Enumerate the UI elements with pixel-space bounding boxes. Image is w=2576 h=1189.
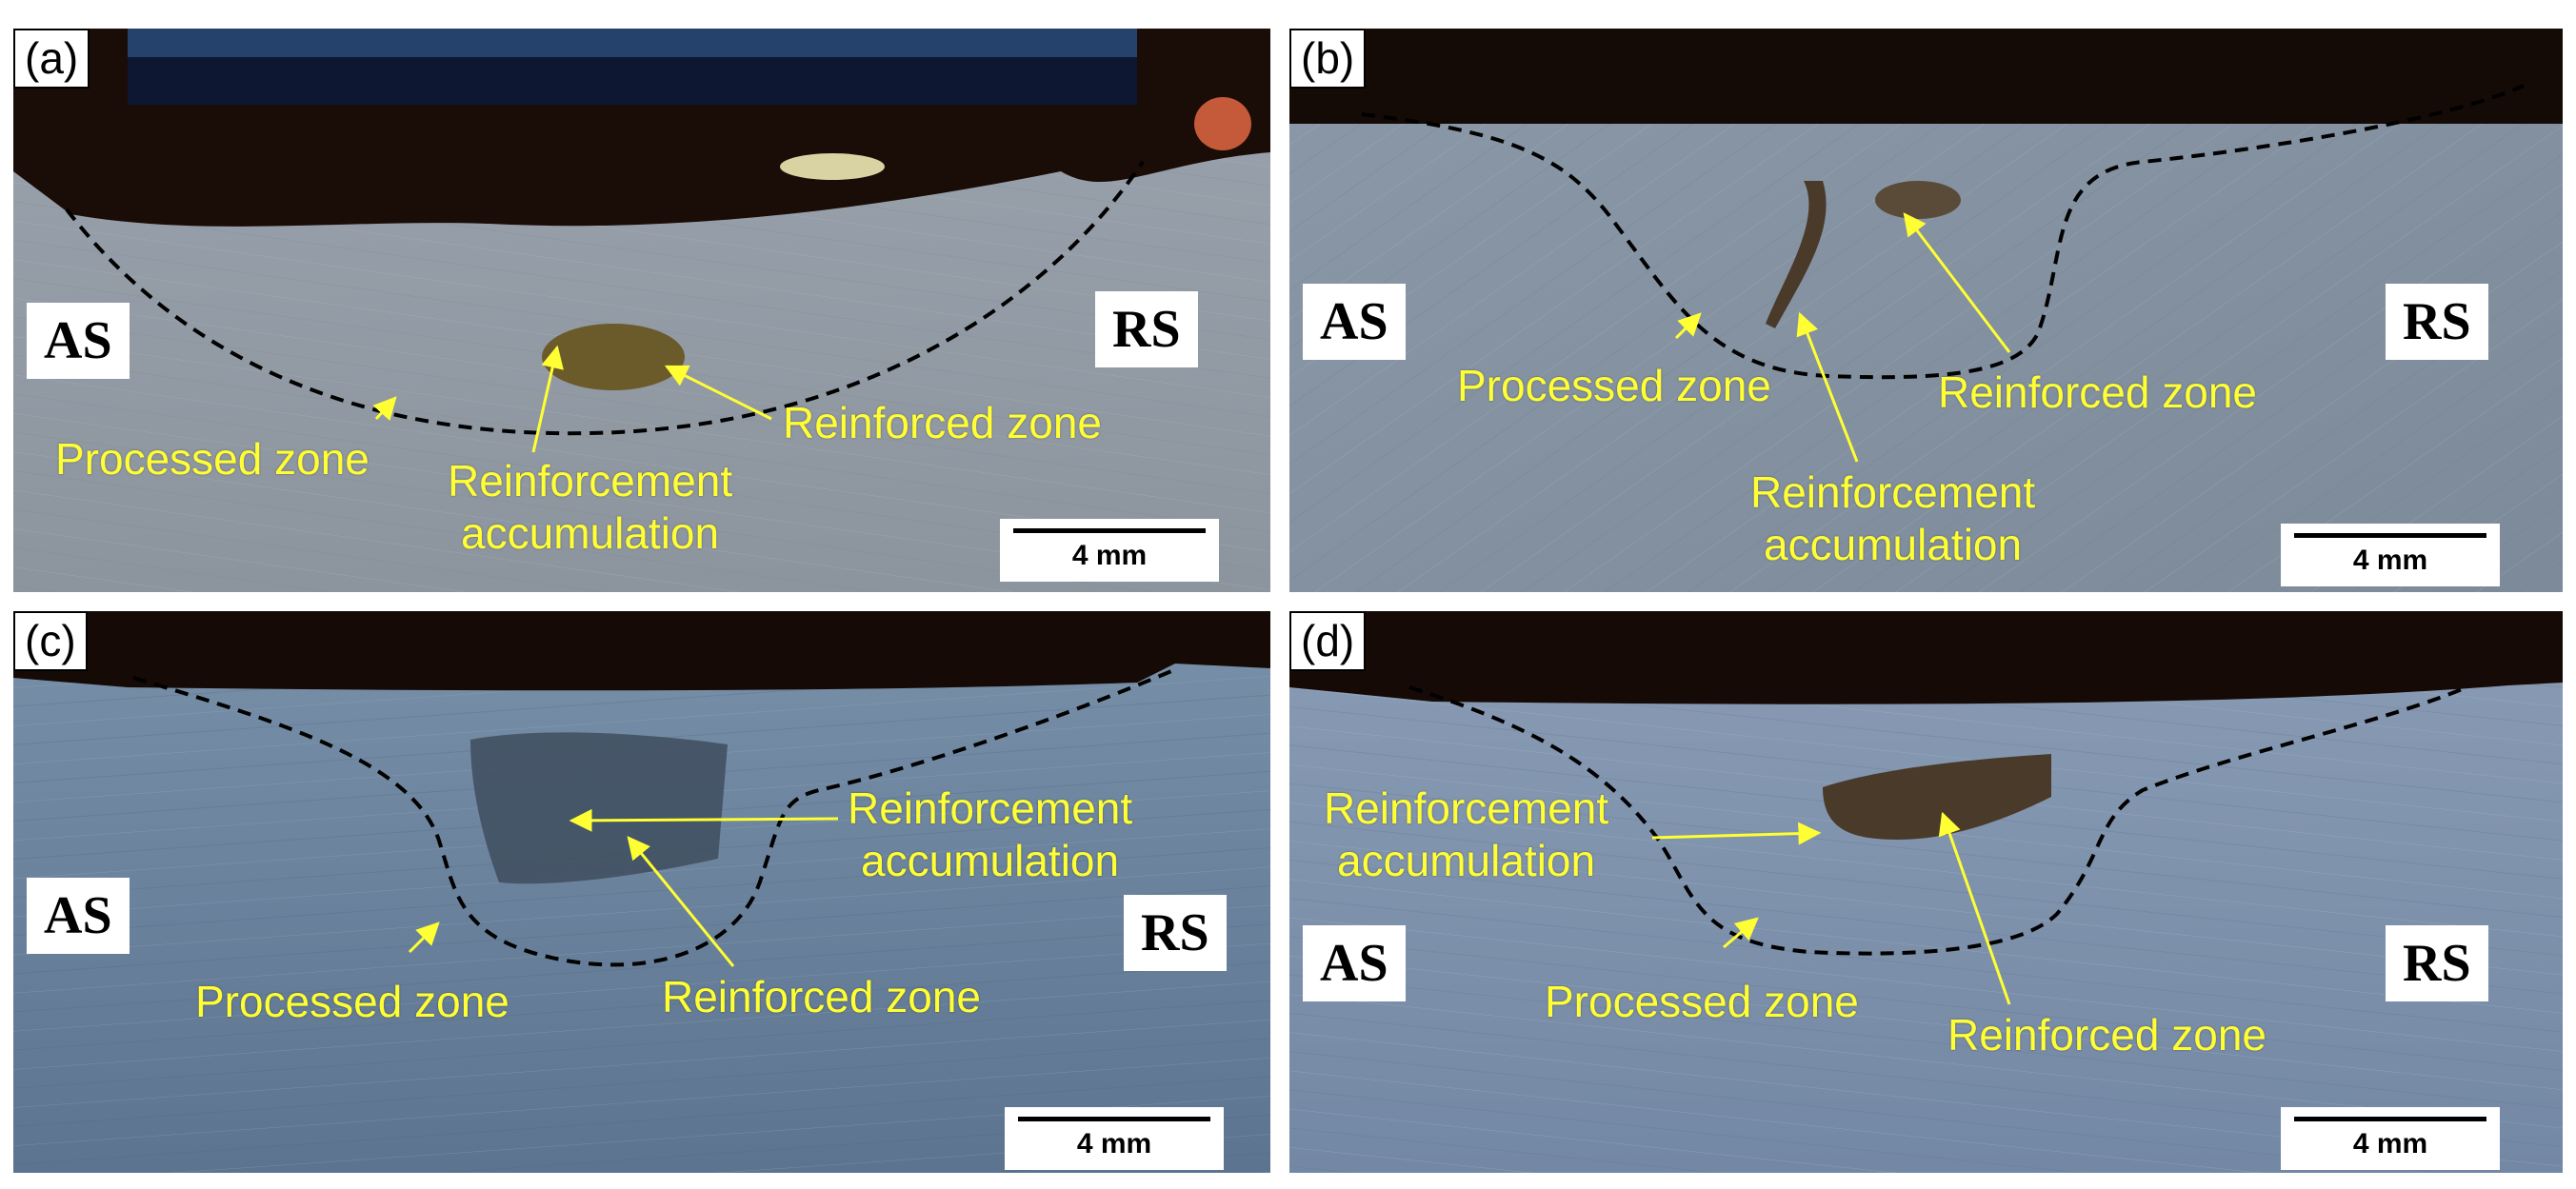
scale-bar-line-a [1013, 528, 1206, 533]
advancing-side-label-c: AS [27, 878, 130, 954]
annotation-reinforced-zone-b: Reinforced zone [1938, 367, 2257, 417]
panel-c [13, 611, 1270, 1173]
annotation-processed-zone-c: Processed zone [195, 977, 509, 1026]
scale-bar-line-d [2294, 1117, 2486, 1121]
retreating-side-label-a: RS [1095, 291, 1198, 367]
retreating-side-label-d: RS [2386, 925, 2488, 1001]
annotation-reinforcement-accumulation-b: Reinforcement accumulation [1750, 467, 2036, 570]
retreating-side-label-c: RS [1124, 895, 1227, 971]
scale-bar-label-a: 4 mm [1071, 540, 1148, 571]
retreating-side-label-b: RS [2386, 284, 2488, 360]
scale-bar-label-b: 4 mm [2352, 545, 2428, 576]
scale-bar-d: 4 mm [2281, 1107, 2500, 1170]
annotation-reinforcement-accumulation-a: Reinforcement accumulation [448, 456, 733, 559]
micrograph-c [13, 611, 1270, 1173]
advancing-side-label-a: AS [27, 303, 130, 379]
scale-bar-b: 4 mm [2281, 524, 2500, 586]
scale-bar-line-b [2294, 533, 2486, 538]
advancing-side-label-b: AS [1303, 284, 1406, 360]
scale-bar-c: 4 mm [1005, 1107, 1224, 1170]
annotation-reinforced-zone-d: Reinforced zone [1947, 1010, 2266, 1060]
advancing-side-label-d: AS [1303, 925, 1406, 1001]
annotation-processed-zone-b: Processed zone [1457, 361, 1771, 410]
panel-label-b: (b) [1289, 29, 1367, 89]
annotation-reinforced-zone-a: Reinforced zone [783, 398, 1102, 447]
panel-label-a: (a) [13, 29, 90, 89]
scale-bar-line-c [1018, 1117, 1210, 1121]
panel-d [1289, 611, 2563, 1173]
panel-label-d: (d) [1289, 611, 1367, 671]
scale-bar-a: 4 mm [1000, 519, 1219, 582]
annotation-reinforcement-accumulation-c: Reinforcement accumulation [848, 783, 1133, 886]
micrograph-d [1289, 611, 2563, 1173]
annotation-reinforcement-accumulation-d: Reinforcement accumulation [1324, 783, 1609, 886]
annotation-processed-zone-a: Processed zone [55, 434, 369, 484]
annotation-processed-zone-d: Processed zone [1545, 977, 1859, 1026]
panel-label-c: (c) [13, 611, 88, 671]
scale-bar-label-c: 4 mm [1076, 1128, 1152, 1159]
scale-bar-label-d: 4 mm [2352, 1128, 2428, 1159]
annotation-reinforced-zone-c: Reinforced zone [662, 972, 981, 1021]
